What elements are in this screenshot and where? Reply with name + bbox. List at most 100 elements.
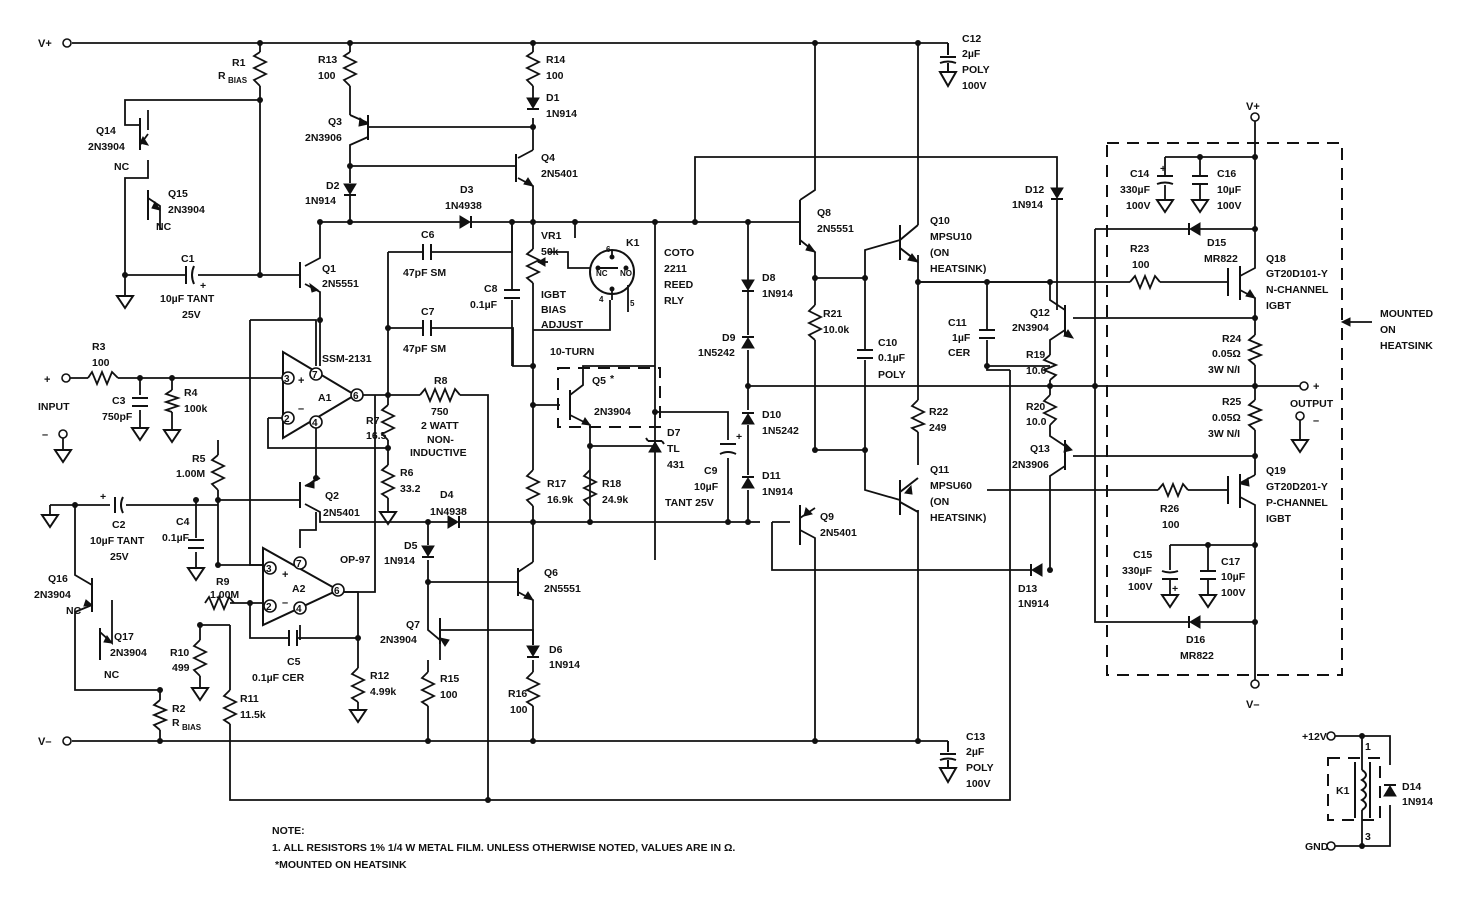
q5-heatsink-box [557, 367, 661, 428]
c13-value: 2µF [966, 746, 985, 758]
q11-transistor [899, 477, 919, 515]
c1-capacitor [185, 265, 195, 285]
c9-plus: + [736, 431, 742, 443]
d5-value: 1N914 [384, 555, 415, 567]
r1-label: R1 [232, 57, 246, 69]
q6-label: Q6 [544, 567, 558, 579]
c13-type: POLY [966, 762, 994, 774]
q3-label: Q3 [328, 116, 342, 128]
c13-label: C13 [966, 731, 985, 743]
c7-value: 47pF SM [403, 343, 446, 355]
q8-label: Q8 [817, 207, 831, 219]
v12-terminal [1326, 731, 1336, 741]
r20-value: 10.0 [1026, 416, 1047, 428]
d13-diode [1031, 563, 1043, 577]
c11-capacitor [979, 329, 995, 339]
a2-pin6: 6 [334, 586, 340, 597]
a2-minus: – [282, 597, 288, 609]
d7-value: TL [667, 443, 680, 455]
output-terminal [1299, 381, 1309, 391]
input-label: INPUT [38, 401, 70, 413]
d10-label: D10 [762, 409, 781, 421]
r17-label: R17 [547, 478, 566, 490]
r10-value: 499 [172, 662, 190, 674]
r19-value: 10.0 [1026, 365, 1047, 377]
ground-icon [40, 514, 60, 529]
c16-label: C16 [1217, 168, 1236, 180]
c6-value: 47pF SM [403, 267, 446, 279]
q15-label: Q15 [168, 188, 188, 200]
c17-capacitor [1200, 570, 1216, 580]
c7-capacitor [422, 320, 432, 336]
d12-diode [1050, 187, 1064, 199]
nc-pin: NC [596, 269, 608, 278]
d1-label: D1 [546, 92, 560, 104]
r22-label: R22 [929, 406, 948, 418]
vr1-potentiometer[interactable] [524, 248, 542, 284]
r8-note2: NON- [427, 434, 454, 446]
c12-capacitor [939, 43, 957, 72]
a1-pin2: 2 [284, 414, 290, 425]
c7-label: C7 [421, 306, 435, 318]
r3-value: 100 [92, 357, 110, 369]
r8-note1: 2 WATT [421, 420, 459, 432]
labels: V+ V– R1 R BIAS R13 100 R14 100 D1 1N914… [34, 33, 1433, 871]
c15-value: 330µF [1122, 565, 1153, 577]
c10-capacitor [857, 349, 873, 359]
d1-value: 1N914 [546, 108, 577, 120]
q18-value: GT20D101-Y [1266, 268, 1328, 280]
q15-value: 2N3904 [168, 204, 205, 216]
r7-label: R7 [366, 415, 380, 427]
ground-symbols [40, 71, 1310, 785]
r5-label: R5 [192, 453, 206, 465]
d14-label: D14 [1402, 781, 1421, 793]
diodes [343, 97, 1397, 797]
q19-value: GT20D201-Y [1266, 481, 1328, 493]
a1-pin7: 7 [312, 370, 318, 381]
r18-label: R18 [602, 478, 621, 490]
c12-voltage: 100V [962, 80, 987, 92]
input-plus: + [44, 374, 50, 386]
nc-label: NC [114, 161, 130, 173]
v12-label: +12V [1302, 731, 1327, 743]
r26-label: R26 [1160, 503, 1179, 515]
vminus-right-terminal [1250, 679, 1260, 689]
q18-note1: N-CHANNEL [1266, 284, 1329, 296]
d3-value: 1N4938 [445, 200, 482, 212]
ground-icon [186, 567, 206, 582]
c16-voltage: 100V [1217, 200, 1242, 212]
vplus-terminal [62, 38, 72, 48]
ground-icon [115, 295, 135, 310]
q4-value: 2N5401 [541, 168, 578, 180]
c15-capacitor [1161, 570, 1179, 580]
a2-pin7: 7 [296, 559, 302, 570]
d2-diode [343, 183, 357, 195]
q10-note1: (ON [930, 247, 949, 259]
r23-label: R23 [1130, 243, 1149, 255]
ground-icon [378, 511, 398, 526]
d3-diode [459, 215, 471, 229]
q5-star: * [610, 373, 615, 385]
c8-capacitor [504, 289, 520, 299]
d16-diode [1189, 615, 1201, 629]
ground-icon [1155, 199, 1175, 214]
q19-label: Q19 [1266, 465, 1286, 477]
c5-capacitor [288, 630, 298, 646]
r14-label: R14 [546, 54, 565, 66]
r14-resistor [524, 51, 542, 87]
r7-value: 16.5 [366, 430, 387, 442]
q12-label: Q12 [1030, 307, 1050, 319]
r11-resistor [221, 689, 239, 725]
r17-resistor [524, 469, 542, 507]
r15-label: R15 [440, 673, 459, 685]
c12-label: C12 [962, 33, 981, 45]
r26-value: 100 [1162, 519, 1180, 531]
c14-voltage: 100V [1126, 200, 1151, 212]
coto-label: COTO [664, 247, 694, 259]
r2-sub: BIAS [182, 723, 202, 732]
q13-value: 2N3906 [1012, 459, 1049, 471]
q8-value: 2N5551 [817, 223, 854, 235]
d2-label: D2 [326, 180, 340, 192]
d11-value: 1N914 [762, 486, 793, 498]
c9-type: TANT 25V [665, 497, 714, 509]
